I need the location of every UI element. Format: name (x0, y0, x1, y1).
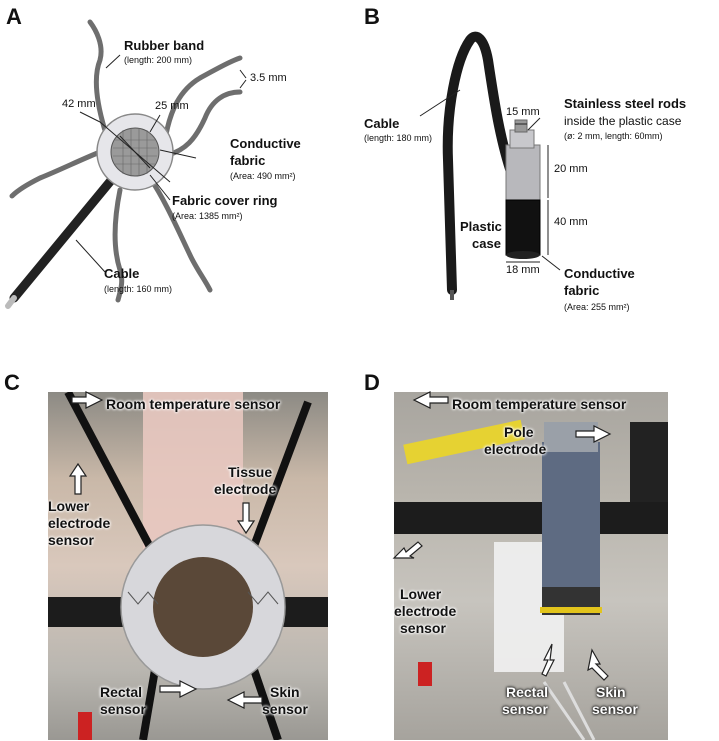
label-pole-electrode-2: electrode (484, 441, 547, 457)
label-plastic-case: Plastic (460, 219, 502, 234)
label-lower-electrode-c-3: sensor (48, 532, 94, 548)
dim-3-5mm: 3.5 mm (250, 72, 287, 84)
dim-42mm: 42 mm (62, 98, 96, 110)
label-conductive-fabric-b: Conductive (564, 266, 635, 281)
label-tissue-electrode-2: electrode (214, 481, 277, 497)
label-rubber-band: Rubber band (124, 38, 205, 53)
panel-letter-d: D (364, 370, 380, 395)
label-plastic-case-2: case (472, 236, 501, 251)
label-lower-electrode-c-2: electrode (48, 515, 111, 531)
pole-electrode-drawing (419, 31, 561, 300)
label-stainless-rods: Stainless steel rods (564, 96, 687, 111)
label-conductive-fabric-area: (Area: 490 mm²) (230, 171, 296, 181)
label-conductive-fabric: Conductive (230, 136, 301, 151)
label-skin-c: Skin (270, 684, 300, 700)
label-lower-electrode-c: Lower (48, 498, 90, 514)
label-lower-electrode-d-2: electrode (394, 603, 457, 619)
label-rods-dims: (ø: 2 mm, length: 60mm) (564, 131, 663, 141)
label-fabric-b-area: (Area: 255 mm²) (564, 302, 630, 312)
dim-25mm: 25 mm (155, 100, 189, 112)
label-cable-a: Cable (104, 266, 140, 281)
label-skin-d-2: sensor (592, 701, 638, 717)
label-cable-b-length: (length: 180 mm) (364, 133, 433, 143)
label-cable-b: Cable (364, 116, 400, 131)
tissue-electrode-drawing (5, 19, 247, 309)
panel-a: A (0, 0, 360, 320)
dim-15mm: 15 mm (506, 106, 540, 118)
panel-c: C Room temperature sensor Tissue electro… (0, 370, 356, 741)
panel-d: D Room temperature sensor Pole electrode… (356, 370, 719, 741)
label-ring-area: (Area: 1385 mm²) (172, 211, 243, 221)
label-skin-c-2: sensor (262, 701, 308, 717)
label-rectal-c: Rectal (100, 684, 143, 700)
panel-letter-b: B (364, 4, 380, 29)
label-fabric-cover-ring: Fabric cover ring (172, 193, 278, 208)
panel-d-arrows (392, 391, 612, 681)
photo-tissue-electrode (48, 392, 328, 740)
label-cable-a-length: (length: 160 mm) (104, 284, 173, 294)
label-rectal-c-2: sensor (100, 701, 146, 717)
label-room-temp-d: Room temperature sensor (452, 396, 627, 412)
panel-letter-c: C (4, 370, 20, 395)
label-rubber-band-length: (length: 200 mm) (124, 55, 193, 65)
panel-letter-a: A (6, 4, 22, 29)
label-rods-inside: inside the plastic case (564, 114, 682, 128)
label-lower-electrode-d: Lower (400, 586, 442, 602)
dim-40mm: 40 mm (554, 216, 588, 228)
label-rectal-d-2: sensor (502, 701, 548, 717)
dim-20mm: 20 mm (554, 163, 588, 175)
panel-c-arrows (68, 391, 263, 709)
panel-b: B Cable (length: 180 mm) Stainless steel… (360, 0, 719, 320)
label-skin-d: Skin (596, 684, 626, 700)
dim-18mm: 18 mm (506, 264, 540, 276)
label-conductive-fabric-2: fabric (230, 153, 266, 168)
label-conductive-fabric-b-2: fabric (564, 283, 600, 298)
label-lower-electrode-d-3: sensor (400, 620, 446, 636)
photo-pole-electrode (394, 392, 668, 740)
label-pole-electrode: Pole (504, 424, 534, 440)
label-rectal-d: Rectal (506, 684, 549, 700)
label-tissue-electrode: Tissue (228, 464, 273, 480)
label-room-temp-c: Room temperature sensor (106, 396, 281, 412)
